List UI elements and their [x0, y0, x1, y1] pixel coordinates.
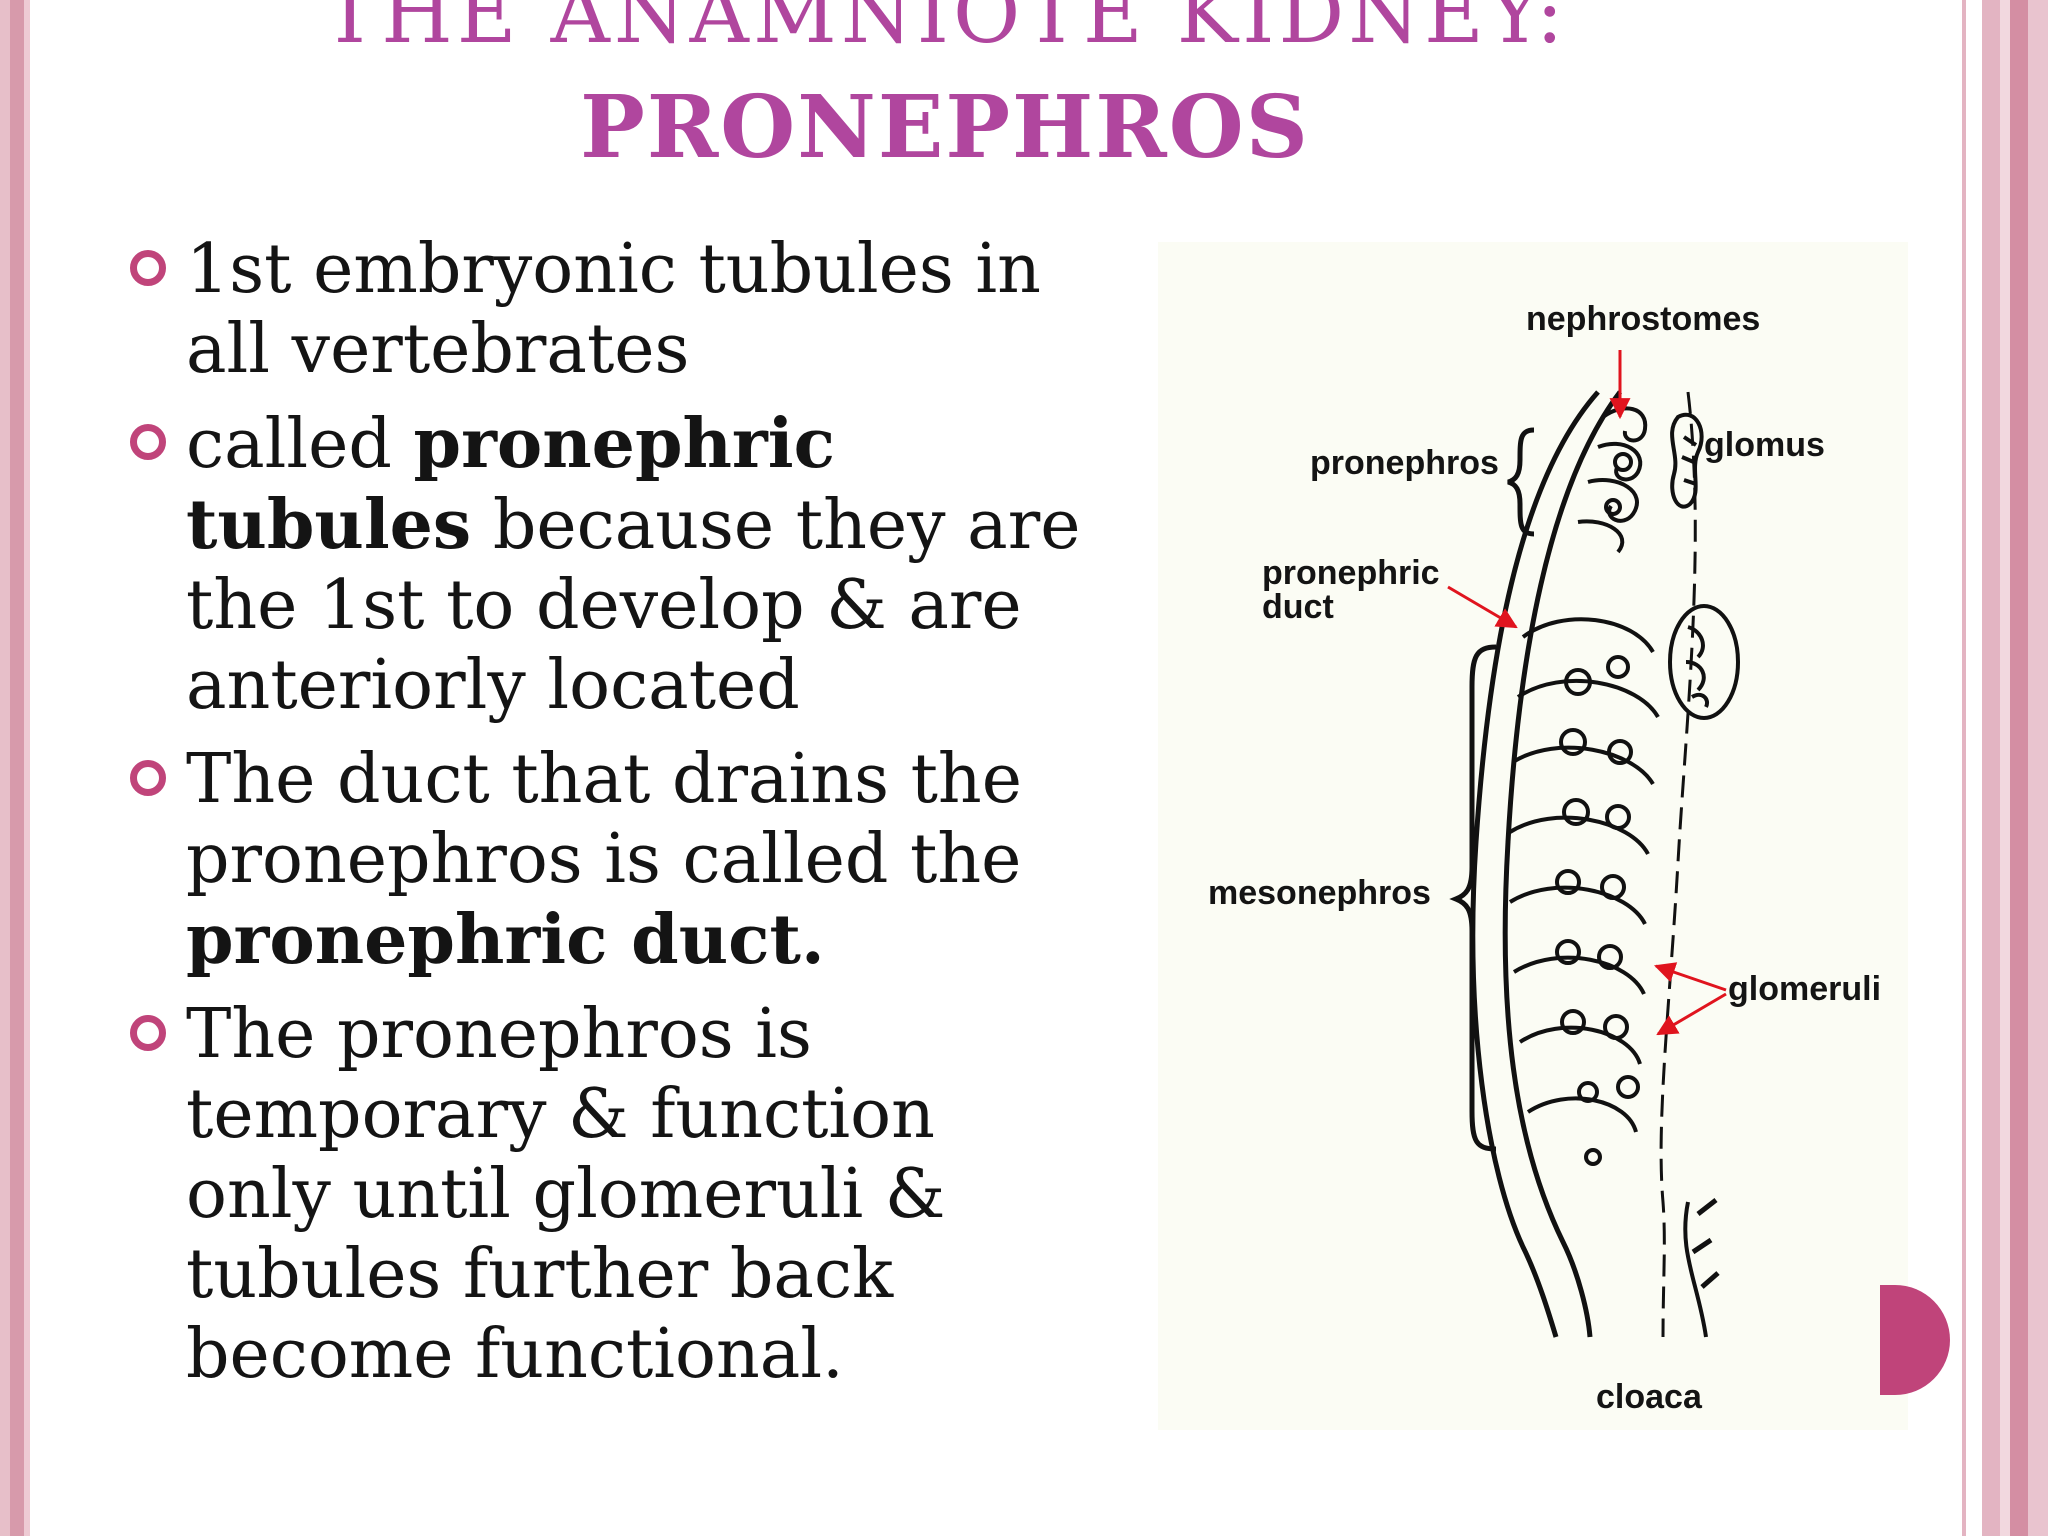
label-mesonephros: mesonephros: [1208, 874, 1431, 912]
bullet-text: 1st embryonic tubules in all vertebrates: [186, 230, 1041, 389]
mesonephros-brace: [1449, 644, 1497, 1152]
left-decor-bar: [10, 0, 24, 1536]
kidney-diagram: nephrostomes pronephros glomus pronephri…: [1158, 242, 1908, 1430]
bullet-bold-term: pronephric duct.: [186, 900, 825, 980]
label-glomeruli: glomeruli: [1728, 970, 1881, 1008]
bullet-text: The pronephros is temporary & function o…: [186, 995, 946, 1394]
glomerulus-cluster: [1668, 604, 1740, 720]
label-glomus: glomus: [1704, 426, 1825, 464]
bullet-text: called: [186, 405, 414, 484]
bullet-text: The duct that drains the pronephros is c…: [186, 740, 1022, 899]
circle-bullet-icon: [130, 424, 166, 460]
circle-bullet-icon: [130, 1015, 166, 1051]
slide-title-line1: THE ANAMNIOTE KIDNEY:: [322, 0, 1568, 60]
bullet-item: The duct that drains the pronephros is c…: [128, 740, 1088, 981]
slide-title-line2: PRONEPHROS: [580, 77, 1310, 178]
circle-bullet-icon: [130, 250, 166, 286]
bullet-item: The pronephros is temporary & function o…: [128, 995, 1088, 1395]
bullet-bold-term: pronephric tubules: [186, 404, 835, 565]
duct-outline: [1470, 390, 1720, 1338]
label-nephrostomes: nephrostomes: [1526, 300, 1760, 338]
mesonephric-tubules: [1508, 617, 1660, 1166]
bullet-text: because they are the 1st to develop & ar…: [186, 486, 1081, 725]
label-pronephros: pronephros: [1310, 444, 1499, 482]
pronephric-tubules: [1577, 406, 1648, 554]
right-decor-bar: [1962, 0, 1966, 1536]
bullet-item: 1st embryonic tubules in all vertebrates: [128, 230, 1088, 390]
label-pronephric-duct-line2: duct: [1262, 588, 1334, 626]
glomus-shape: [1670, 412, 1704, 509]
right-decor-bar: [2000, 0, 2010, 1536]
page-marker: [1880, 1285, 1950, 1395]
glomeruli-arrow: [1654, 962, 1727, 992]
right-decor-bar: [2028, 0, 2048, 1536]
left-decor-bar: [0, 0, 10, 1536]
circle-bullet-icon: [130, 760, 166, 796]
right-decor-bar: [1966, 0, 1982, 1536]
right-decor-bar: [2010, 0, 2028, 1536]
label-pronephric-duct-line1: pronephric: [1262, 554, 1440, 592]
left-decor-bar: [24, 0, 30, 1536]
right-decor-bar: [1982, 0, 2000, 1536]
label-cloaca: cloaca: [1596, 1378, 1703, 1416]
bullet-item: called pronephric tubules because they a…: [128, 404, 1088, 726]
pronephric-duct-arrow: [1447, 585, 1518, 629]
glomeruli-arrow: [1656, 992, 1727, 1036]
bullet-list: 1st embryonic tubules in all vertebrates…: [128, 230, 1088, 1409]
kidney-diagram-svg: nephrostomes pronephros glomus pronephri…: [1208, 300, 1881, 1416]
pronephros-brace: [1507, 427, 1535, 537]
